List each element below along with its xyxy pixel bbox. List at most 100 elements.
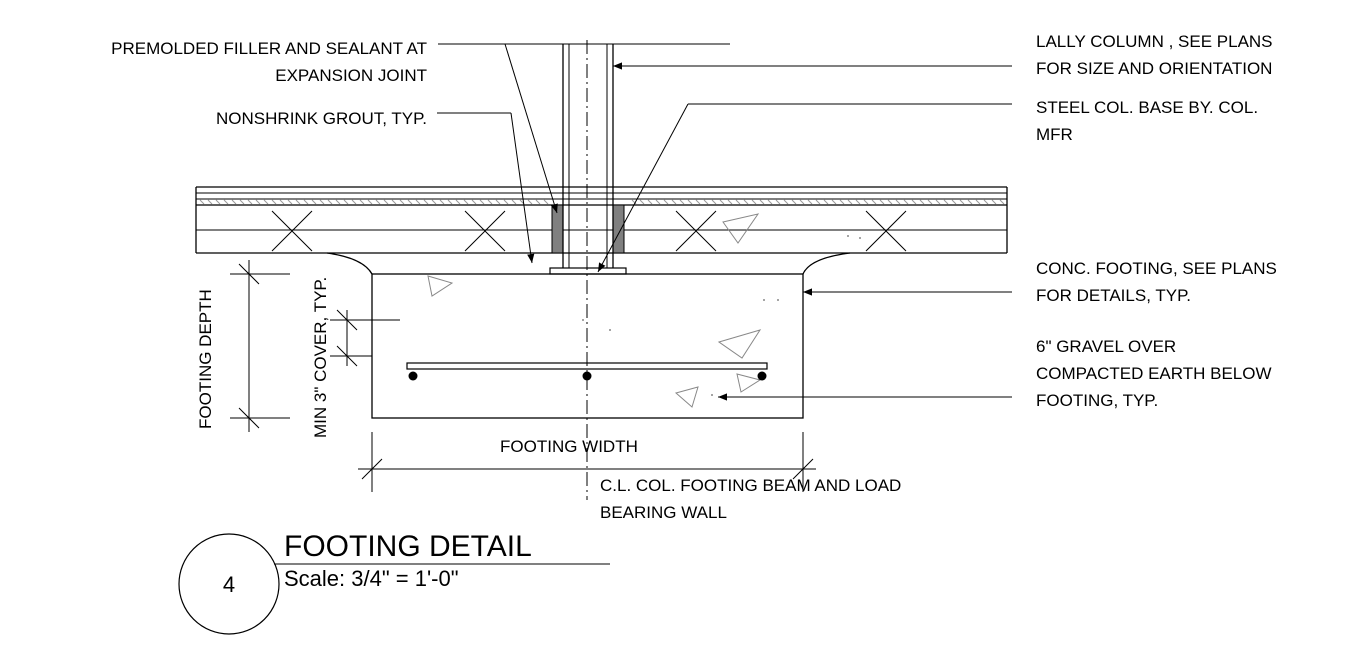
- hatch-tick: [271, 199, 277, 205]
- hatch-tick: [855, 199, 861, 205]
- hatch-tick: [639, 199, 645, 205]
- hatch-tick: [991, 199, 997, 205]
- rebar-right: [757, 371, 767, 381]
- hatch-tick: [303, 199, 309, 205]
- gravel-note-line1: 6" GRAVEL OVER: [1036, 337, 1176, 356]
- premolded-note-line1: PREMOLDED FILLER AND SEALANT AT: [111, 39, 427, 58]
- detail-number-bubble: [178, 533, 280, 635]
- hatch-tick: [807, 199, 813, 205]
- hatch-tick: [447, 199, 453, 205]
- hatch-tick: [319, 199, 325, 205]
- hatch-tick: [431, 199, 437, 205]
- hatch-tick: [199, 199, 205, 205]
- hatch-tick: [983, 199, 989, 205]
- hatch-tick: [327, 199, 333, 205]
- conc-footing-note-line2: FOR DETAILS, TYP.: [1036, 286, 1191, 305]
- detail-number: 4: [223, 572, 235, 597]
- hatch-tick: [695, 199, 701, 205]
- grout-note: NONSHRINK GROUT, TYP.: [216, 109, 427, 128]
- hatch-tick: [391, 199, 397, 205]
- hatch-tick: [751, 199, 757, 205]
- lally-column: [562, 44, 614, 270]
- steel-base-note-line1: STEEL COL. BASE BY. COL.: [1036, 98, 1258, 117]
- gravel-note-line2: COMPACTED EARTH BELOW: [1036, 364, 1272, 383]
- hatch-tick: [679, 199, 685, 205]
- hatch-tick: [543, 199, 549, 205]
- footing-depth-label: FOOTING DEPTH: [196, 289, 215, 429]
- hatch-tick: [815, 199, 821, 205]
- hatch-tick: [999, 199, 1005, 205]
- hatch-tick: [831, 199, 837, 205]
- hatch-tick: [767, 199, 773, 205]
- hatch-tick: [375, 199, 381, 205]
- hatch-tick: [887, 199, 893, 205]
- hatch-tick: [911, 199, 917, 205]
- hatch-tick: [879, 199, 885, 205]
- hatch-tick: [511, 199, 517, 205]
- hatch-tick: [935, 199, 941, 205]
- detail-title-block: 4 FOOTING DETAIL Scale: 3/4" = 1'-0": [178, 530, 610, 635]
- rebar-left: [408, 371, 418, 381]
- hatch-tick: [535, 199, 541, 205]
- hatch-tick: [719, 199, 725, 205]
- hatch-tick: [263, 199, 269, 205]
- hatch-tick: [943, 199, 949, 205]
- hatch-tick: [703, 199, 709, 205]
- notes: PREMOLDED FILLER AND SEALANT AT EXPANSIO…: [111, 32, 1277, 522]
- hatch-tick: [647, 199, 653, 205]
- hatch-tick: [839, 199, 845, 205]
- hatch-tick: [895, 199, 901, 205]
- footing-depth-dimension: FOOTING DEPTH: [196, 260, 290, 432]
- hatch-tick: [471, 199, 477, 205]
- lally-note-line2: FOR SIZE AND ORIENTATION: [1036, 59, 1272, 78]
- hatch-tick: [775, 199, 781, 205]
- hatch-tick: [903, 199, 909, 205]
- premolded-note-line2: EXPANSION JOINT: [275, 66, 427, 85]
- hatch-tick: [415, 199, 421, 205]
- hatch-tick: [295, 199, 301, 205]
- hatch-tick: [735, 199, 741, 205]
- hatch-tick: [711, 199, 717, 205]
- hatch-tick: [247, 199, 253, 205]
- hatch-tick: [463, 199, 469, 205]
- insulation-marks: [271, 210, 907, 252]
- hatch-tick: [383, 199, 389, 205]
- hatch-tick: [975, 199, 981, 205]
- hatch-tick: [423, 199, 429, 205]
- conc-footing-note-line1: CONC. FOOTING, SEE PLANS: [1036, 259, 1277, 278]
- hatch-tick: [823, 199, 829, 205]
- detail-scale: Scale: 3/4" = 1'-0": [284, 566, 459, 591]
- steel-base-note-line2: MFR: [1036, 125, 1073, 144]
- hatch-tick: [351, 199, 357, 205]
- hatch-tick: [967, 199, 973, 205]
- hatch-tick: [663, 199, 669, 205]
- hatch-tick: [871, 199, 877, 205]
- hatch-tick: [455, 199, 461, 205]
- hatch-tick: [791, 199, 797, 205]
- hatch-tick: [255, 199, 261, 205]
- hatch-tick: [727, 199, 733, 205]
- hatch-tick: [919, 199, 925, 205]
- hatch-tick: [503, 199, 509, 205]
- hatch-tick: [479, 199, 485, 205]
- hatch-tick: [311, 199, 317, 205]
- hatch-tick: [959, 199, 965, 205]
- min-cover-dimension: MIN 3" COVER, TYP.: [311, 277, 400, 438]
- hatch-tick: [655, 199, 661, 205]
- vapor-barrier-hatch: [199, 199, 1005, 205]
- hatch-tick: [847, 199, 853, 205]
- hatch-tick: [863, 199, 869, 205]
- hatch-tick: [743, 199, 749, 205]
- hatch-tick: [287, 199, 293, 205]
- detail-title: FOOTING DETAIL: [284, 530, 532, 563]
- centerline-note-line2: BEARING WALL: [600, 503, 727, 522]
- hatch-tick: [359, 199, 365, 205]
- hatch-tick: [367, 199, 373, 205]
- gravel-note-line3: FOOTING, TYP.: [1036, 391, 1158, 410]
- hatch-tick: [223, 199, 229, 205]
- hatch-tick: [231, 199, 237, 205]
- concrete-footing: [326, 235, 861, 419]
- steel-base-plate: [549, 267, 627, 275]
- min-cover-label: MIN 3" COVER, TYP.: [311, 277, 330, 438]
